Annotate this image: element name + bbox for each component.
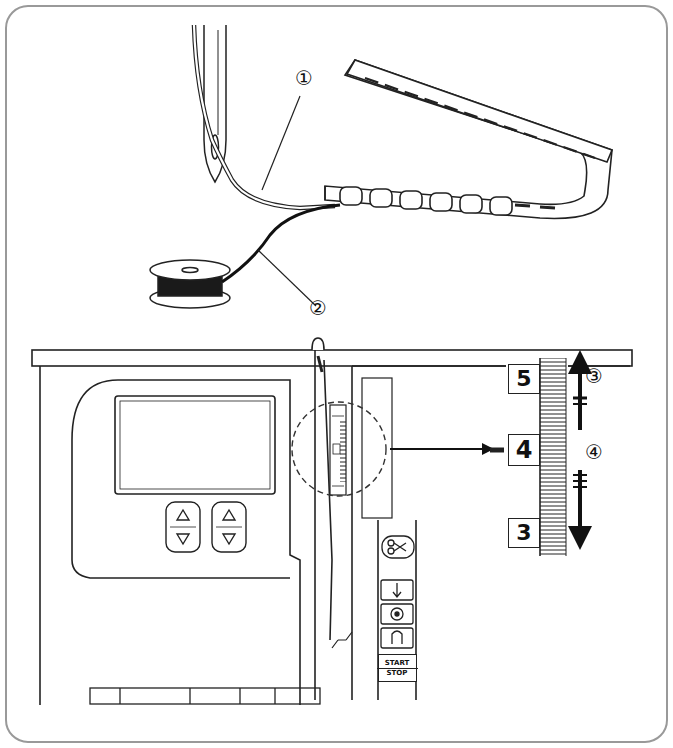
leader-line [262,96,300,190]
tension-marks [573,398,587,487]
zoom-arrow [390,448,488,450]
callout-number: ③ [585,366,603,386]
dial-number: 4 [514,438,535,462]
magnifier-circle [292,402,386,496]
increase-arrow [578,362,582,430]
upper-thread [194,25,335,208]
dial-number: 5 [514,368,533,390]
folded-fabric [325,60,612,218]
callout-number: ④ [585,442,603,462]
stitches [340,187,555,215]
right-panel [352,366,630,700]
arrow-buttons [166,502,246,552]
dial-number-box: 4 [508,434,540,466]
dial-number: 3 [514,522,533,544]
dial-number-box: 5 [508,364,540,394]
callout-number: ① [295,68,313,88]
leader-line [258,250,316,306]
bobbin-thread [222,205,340,282]
machine-panel [32,350,632,705]
tension-dial [490,358,568,558]
button-text: STOP [377,668,418,678]
frame [6,6,667,742]
button-text: START [383,659,412,668]
dial-number-box: 3 [508,518,540,548]
bobbin [150,260,230,308]
function-buttons [381,580,413,648]
thread-cutter-button [382,536,414,558]
presser-foot [90,688,320,704]
thread-channel [312,338,352,700]
callout-number: ② [309,298,327,318]
start-stop-button: STARTSTOP [378,654,417,682]
